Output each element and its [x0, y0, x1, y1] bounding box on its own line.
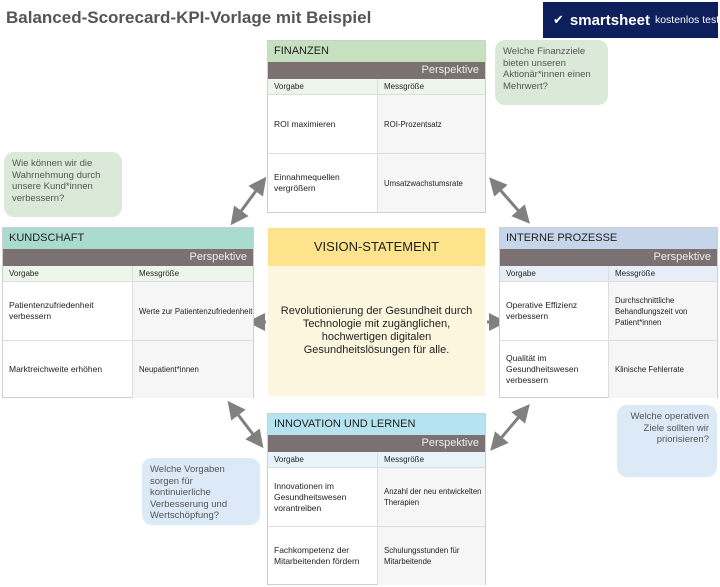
- col-messgroesse: Messgröße: [608, 266, 717, 281]
- bubble-prozesse: Welche operativen Ziele sollten wir prio…: [617, 405, 717, 477]
- column-headers: Vorgabe Messgröße: [3, 266, 253, 281]
- messgroesse-cell: Anzahl der neu entwickelten Therapien: [377, 468, 485, 526]
- vorgabe-cell: Patientenzufriedenheit verbessern: [9, 300, 94, 321]
- perspective-bar: Perspektive: [3, 249, 253, 266]
- col-vorgabe: Vorgabe: [506, 269, 536, 278]
- vorgabe-cell: Marktreichweite erhöhen: [9, 364, 103, 374]
- arrow-kundschaft-innovation: [227, 400, 264, 449]
- vision-statement-text: Revolutionierung der Gesundheit durch Te…: [268, 266, 485, 396]
- col-vorgabe: Vorgabe: [9, 269, 39, 278]
- table-row: Qualität im Gesundheitswesen verbessern …: [500, 340, 717, 398]
- col-messgroesse: Messgröße: [377, 79, 485, 94]
- messgroesse-cell: Durchschnittliche Behandlungszeit von Pa…: [608, 282, 717, 340]
- bubble-finanzen: Welche Finanzziele bieten unseren Aktion…: [495, 40, 608, 105]
- vorgabe-cell: Einnahmequellen vergrößern: [274, 172, 340, 193]
- card-innovation-lernen: INNOVATION UND LERNEN Perspektive Vorgab…: [267, 413, 486, 585]
- table-row: Fachkompetenz der Mitarbeitenden fördern…: [268, 526, 485, 585]
- table-row: Einnahmequellen vergrößern Umsatzwachstu…: [268, 153, 485, 212]
- column-headers: Vorgabe Messgröße: [268, 79, 485, 94]
- card-kundschaft: KUNDSCHAFT Perspektive Vorgabe Messgröße…: [2, 227, 254, 398]
- column-headers: Vorgabe Messgröße: [500, 266, 717, 281]
- messgroesse-cell: ROI-Prozentsatz: [377, 95, 485, 153]
- smartsheet-checkmark-icon: ✔: [553, 12, 564, 27]
- arrow-finanzen-prozesse: [489, 177, 530, 224]
- messgroesse-cell: Umsatzwachstumsrate: [377, 154, 485, 212]
- vorgabe-cell: ROI maximieren: [274, 118, 336, 129]
- card-header: INTERNE PROZESSE: [500, 228, 717, 249]
- vorgabe-cell: Innovationen im Gesundheitswesen vorantr…: [274, 480, 347, 513]
- bubble-kundschaft: Wie können wir die Wahrnehmung durch uns…: [4, 152, 122, 217]
- card-header: FINANZEN: [268, 41, 485, 62]
- vorgabe-cell: Operative Effizienz verbessern: [506, 300, 578, 321]
- perspective-bar: Perspektive: [500, 249, 717, 266]
- card-interne-prozesse: INTERNE PROZESSE Perspektive Vorgabe Mes…: [499, 227, 718, 398]
- messgroesse-cell: Klinische Fehlerrate: [608, 341, 717, 398]
- col-vorgabe: Vorgabe: [274, 82, 304, 91]
- card-header: INNOVATION UND LERNEN: [268, 414, 485, 435]
- vorgabe-cell: Qualität im Gesundheitswesen verbessern: [506, 353, 579, 385]
- messgroesse-cell: Neupatient*innen: [132, 341, 253, 398]
- table-row: Marktreichweite erhöhen Neupatient*innen: [3, 340, 253, 398]
- arrow-prozesse-innovation: [490, 404, 530, 451]
- table-row: Patientenzufriedenheit verbessern Werte …: [3, 281, 253, 340]
- smartsheet-logo[interactable]: ✔ smartsheet kostenlos testen: [543, 2, 718, 38]
- vorgabe-cell: Fachkompetenz der Mitarbeitenden fördern: [274, 545, 360, 566]
- table-row: ROI maximieren ROI-Prozentsatz: [268, 94, 485, 153]
- arrow-finanzen-kundschaft: [230, 176, 267, 226]
- bubble-innovation: Welche Vorgaben sorgen für kontinuierlic…: [142, 458, 260, 525]
- column-headers: Vorgabe Messgröße: [268, 452, 485, 467]
- perspective-bar: Perspektive: [268, 435, 485, 452]
- messgroesse-cell: Werte zur Patientenzufriedenheit: [132, 282, 253, 340]
- logo-tagline: kostenlos testen: [654, 14, 718, 26]
- table-row: Operative Effizienz verbessern Durchschn…: [500, 281, 717, 340]
- page-title: Balanced-Scorecard-KPI-Vorlage mit Beisp…: [6, 8, 372, 27]
- table-row: Innovationen im Gesundheitswesen vorantr…: [268, 467, 485, 526]
- perspective-bar: Perspektive: [268, 62, 485, 79]
- messgroesse-cell: Schulungsstunden für Mitarbeitende: [377, 527, 485, 585]
- col-messgroesse: Messgröße: [132, 266, 253, 281]
- col-vorgabe: Vorgabe: [274, 455, 304, 464]
- col-messgroesse: Messgröße: [377, 452, 485, 467]
- card-header: KUNDSCHAFT: [3, 228, 253, 249]
- vision-statement-header: VISION-STATEMENT: [268, 228, 485, 266]
- logo-brand: smartsheet: [569, 11, 650, 29]
- card-finanzen: FINANZEN Perspektive Vorgabe Messgröße R…: [267, 40, 486, 213]
